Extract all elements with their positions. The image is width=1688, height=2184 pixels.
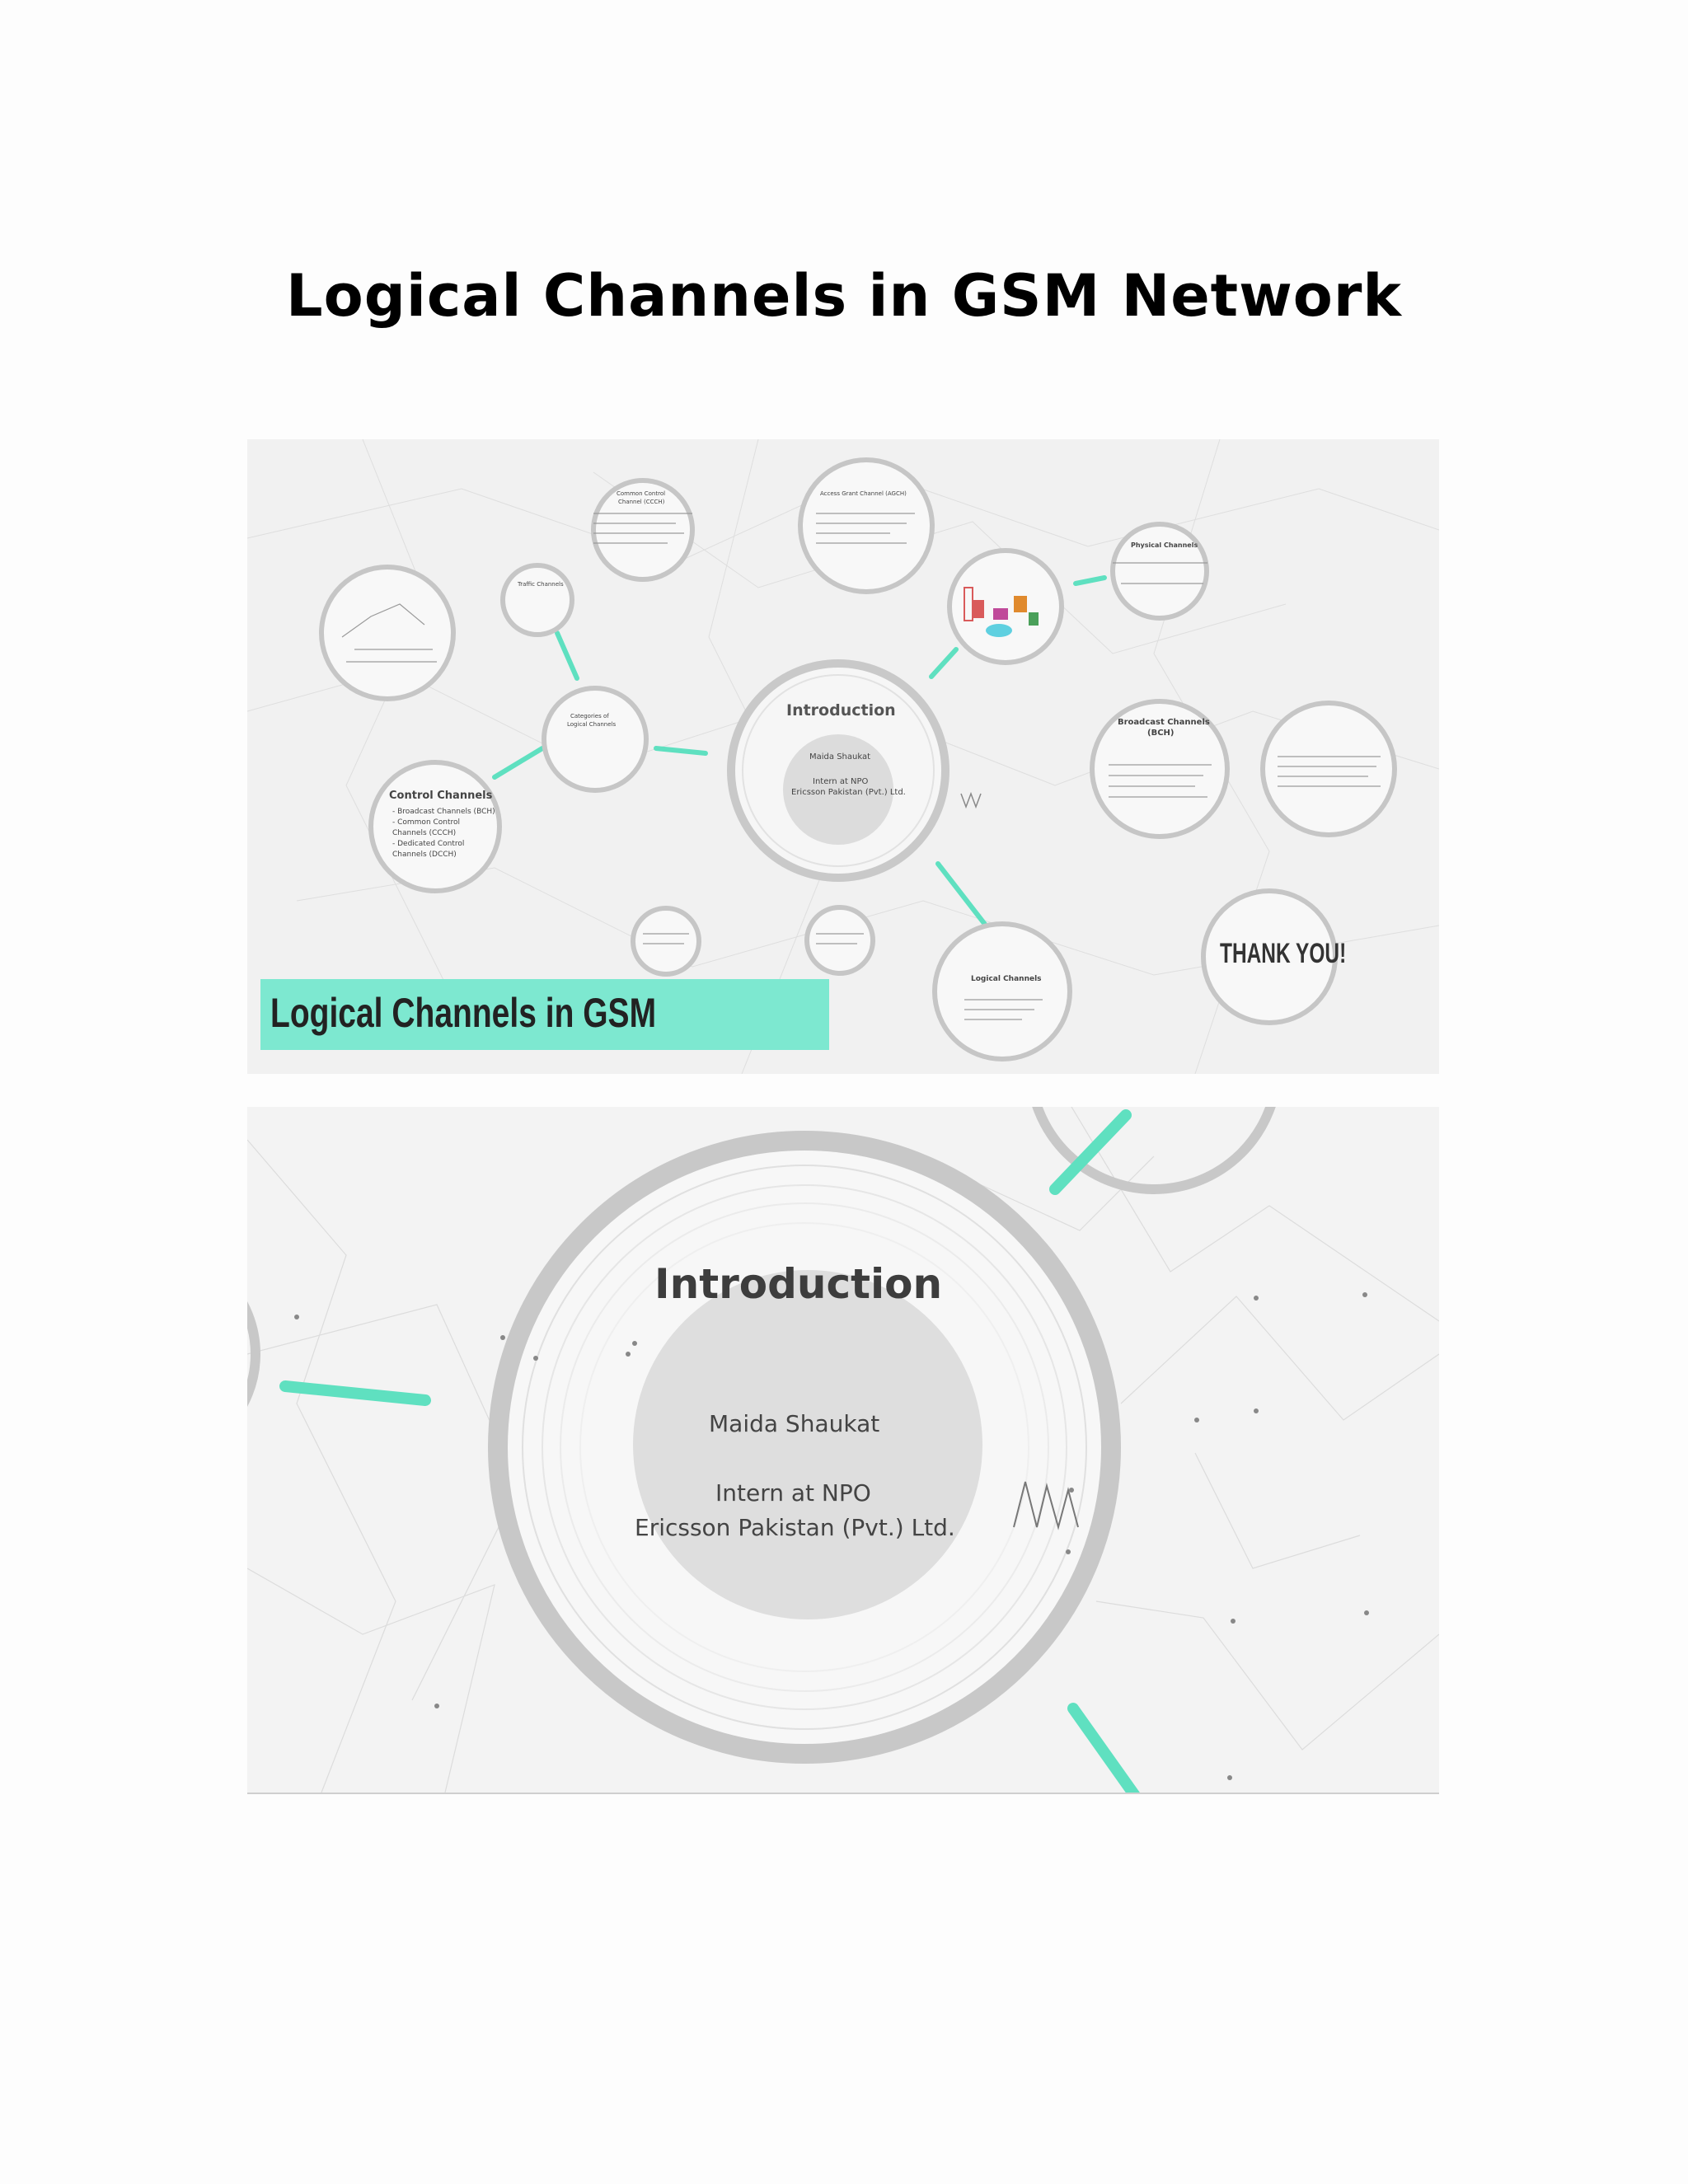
traffic-channels-title: Traffic Channels <box>518 581 564 588</box>
categories-title-2: Logical Channels <box>567 721 617 728</box>
overview-slide: Introduction Maida Shaukat Intern at NPO… <box>247 439 1439 1074</box>
intro-inner-disc <box>633 1270 982 1619</box>
banner-text: Logical Channels in GSM <box>270 990 657 1036</box>
presenter-role-1: Intern at NPO <box>715 1479 871 1507</box>
top-right-partial-ring <box>1032 1107 1276 1194</box>
intro-inner-disc <box>783 734 893 845</box>
satellite-nodes <box>319 457 1397 1062</box>
broadcast-channels-title: Broadcast Channels <box>1118 718 1210 727</box>
intro-node-presenter: Maida Shaukat <box>809 752 871 762</box>
common-control-title-2: Channel (CCCH) <box>618 499 665 505</box>
network-diagram-icon <box>964 587 1039 637</box>
connectors <box>492 575 1107 932</box>
left-partial-ring <box>247 1301 260 1407</box>
node-details <box>341 513 1381 1020</box>
control-channels-title: Control Channels <box>389 790 493 802</box>
network-dots <box>294 1292 1369 1780</box>
network-lines <box>247 1107 1439 1793</box>
broadcast-channels-title-2: (BCH) <box>1147 729 1175 738</box>
access-grant-title: Access Grant Channel (AGCH) <box>820 490 907 497</box>
presenter-role-2: Ericsson Pakistan (Pvt.) Ltd. <box>635 1514 955 1541</box>
connectors <box>279 1109 1140 1793</box>
intro-node-role-1: Intern at NPO <box>813 777 869 786</box>
categories-title: Categories of <box>570 713 609 719</box>
control-channels-items: - Broadcast Channels (BCH) - Common Cont… <box>392 808 495 859</box>
introduction-slide: Introduction Maida Shaukat Intern at NPO… <box>247 1107 1439 1794</box>
logical-channels-node-title: Logical Channels <box>971 975 1042 983</box>
zigzag-mark <box>1013 1481 1079 1530</box>
thank-you-text: THANK YOU! <box>1220 938 1347 969</box>
physical-channels-title: Physical Channels <box>1131 541 1198 549</box>
intro-node-role-2: Ericsson Pakistan (Pvt.) Ltd. <box>791 788 906 797</box>
slide-banner: Logical Channels in GSM <box>260 979 829 1050</box>
common-control-title: Common Control <box>617 490 666 497</box>
overview-map <box>247 439 1439 1074</box>
presenter-name: Maida Shaukat <box>709 1410 880 1437</box>
introduction-graphic <box>247 1107 1439 1793</box>
intro-node-title: Introduction <box>786 701 896 719</box>
intro-title: Introduction <box>654 1260 943 1308</box>
document-title: Logical Channels in GSM Network <box>286 262 1402 330</box>
